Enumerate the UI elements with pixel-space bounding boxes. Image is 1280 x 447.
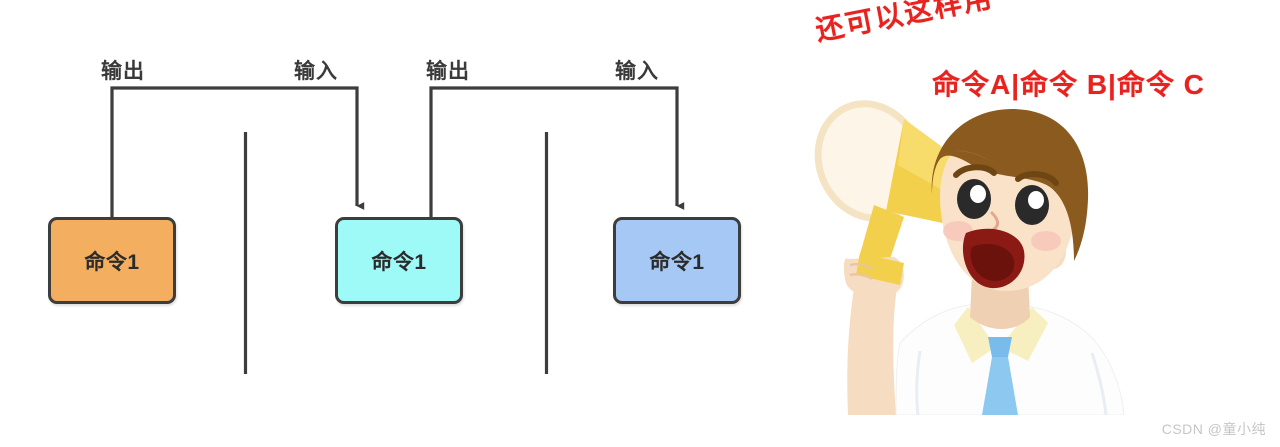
connector-group-1 [110, 86, 365, 217]
collar-right [1000, 307, 1048, 361]
connector-path-1 [110, 86, 365, 217]
eye-left-glint [970, 185, 986, 203]
person-shouting-megaphone-illustration [814, 100, 1125, 415]
tie-knot [988, 337, 1012, 357]
annotation-line-2: 命令A|命令 B|命令 C [932, 69, 1205, 100]
output-label-1: 输出 [101, 60, 145, 83]
brow-right [1015, 171, 1059, 186]
output-label-2: 输出 [426, 60, 470, 83]
collar-left [954, 307, 996, 363]
command-box-3: 命令1 [613, 217, 741, 304]
tie-body [982, 357, 1018, 415]
mouth-inner [970, 243, 1015, 281]
shirt [895, 302, 1125, 415]
megaphone-handle-stem [858, 205, 904, 271]
connector-path-2 [429, 86, 685, 217]
command-box-1: 命令1 [48, 217, 176, 304]
csdn-watermark: CSDN @童小纯 [1161, 421, 1266, 437]
finger-crease-1 [849, 263, 873, 271]
input-label-2: 输入 [615, 60, 659, 83]
forearm [847, 275, 898, 415]
sleeve-seam-right [1090, 352, 1108, 415]
blush-right [1031, 231, 1061, 251]
torso [895, 302, 1125, 415]
nose [990, 211, 1000, 231]
command-box-2: 命令1 [335, 217, 463, 304]
eye-right-glint [1028, 191, 1044, 209]
sleeve-seam-left [915, 350, 922, 415]
arm-and-hand [843, 253, 904, 415]
hair [931, 109, 1089, 261]
connector-group-2 [429, 86, 685, 217]
head [931, 109, 1089, 291]
brow-left [953, 164, 997, 178]
finger-crease-2 [849, 273, 873, 281]
input-label-1: 输入 [294, 60, 338, 83]
